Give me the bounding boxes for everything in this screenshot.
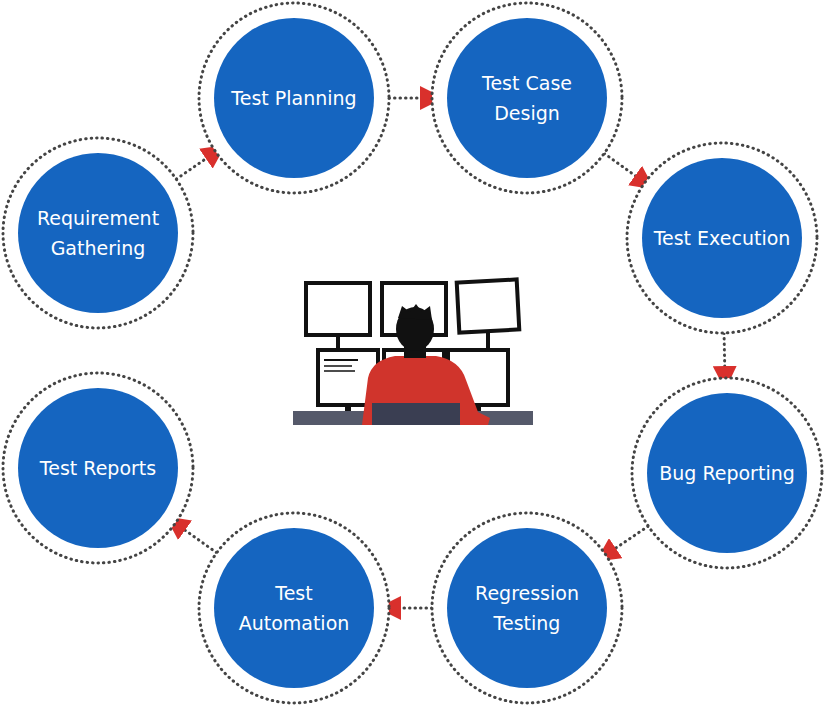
- step-label: Test Execution: [652, 223, 792, 253]
- process-node: Requirement Gathering: [1, 136, 195, 330]
- step-label: Test Reports: [28, 453, 168, 483]
- step-label: Test Planning: [224, 83, 364, 113]
- step-label: Test Case Design: [457, 68, 597, 128]
- process-circle: [197, 511, 391, 705]
- blue-disc: [647, 393, 807, 553]
- process-node: Test Reports: [1, 371, 195, 565]
- step-label: Bug Reporting: [657, 458, 797, 488]
- process-circle: [430, 511, 624, 705]
- process-node: Test Execution: [625, 141, 819, 335]
- process-node: Test Automation: [197, 511, 391, 705]
- tester-figure: [362, 304, 490, 425]
- flow-connector: [389, 607, 432, 610]
- step-label: Requirement Gathering: [28, 203, 168, 263]
- blue-disc: [447, 18, 607, 178]
- dotted-ring: [3, 138, 193, 328]
- step-label: Regression Testing: [457, 578, 597, 638]
- process-node: Regression Testing: [430, 511, 624, 705]
- process-circle: [1, 136, 195, 330]
- blue-disc: [18, 388, 178, 548]
- blue-disc: [214, 18, 374, 178]
- process-node: Bug Reporting: [630, 376, 824, 570]
- dotted-ring: [632, 378, 822, 568]
- flow-connector: [606, 526, 649, 555]
- blue-disc: [18, 153, 178, 313]
- dotted-ring: [199, 513, 389, 703]
- process-node: Test Case Design: [430, 1, 624, 195]
- process-node: Test Planning: [197, 1, 391, 195]
- dotted-ring: [199, 3, 389, 193]
- blue-disc: [447, 528, 607, 688]
- dotted-ring: [3, 373, 193, 563]
- flow-connector: [723, 333, 727, 378]
- blue-disc: [642, 158, 802, 318]
- blue-disc: [214, 528, 374, 688]
- flow-connector: [604, 153, 645, 182]
- flow-connector: [176, 152, 216, 179]
- step-label: Test Automation: [224, 578, 364, 638]
- flow-connector: [389, 97, 432, 100]
- dotted-ring: [432, 3, 622, 193]
- flow-connector: [175, 523, 216, 553]
- dotted-ring: [627, 143, 817, 333]
- dotted-ring: [432, 513, 622, 703]
- process-circle: [430, 1, 624, 195]
